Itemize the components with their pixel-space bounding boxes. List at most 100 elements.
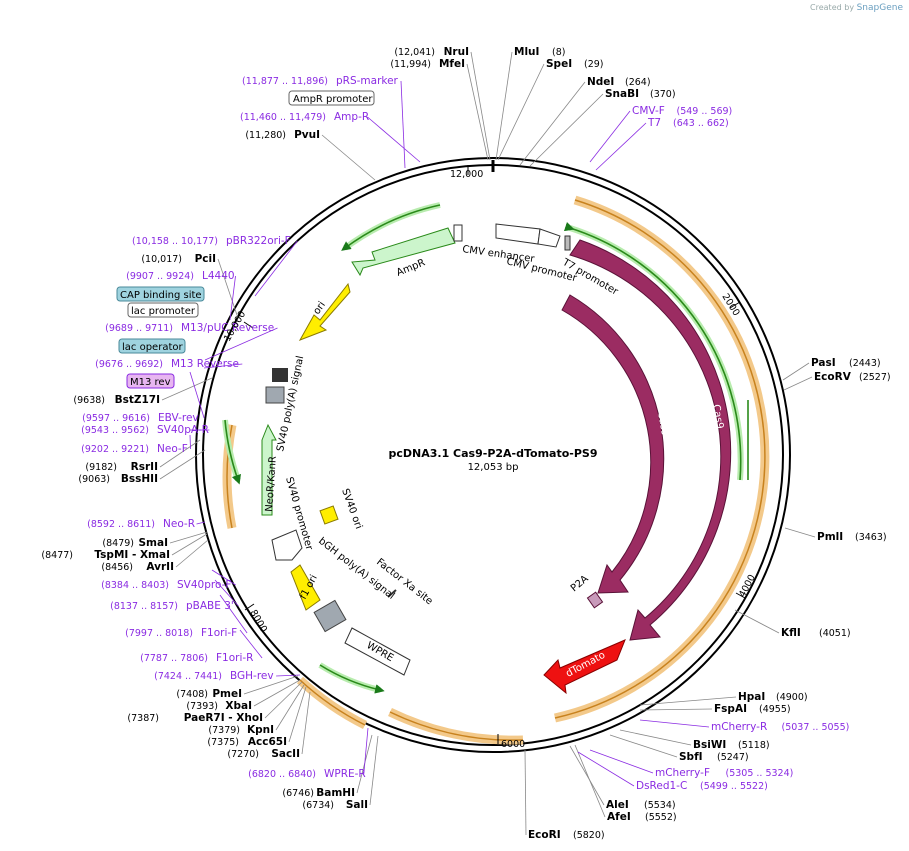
enzyme-site-hpai: HpaI (4900) [738, 691, 808, 703]
enzyme-position: (4051) [819, 628, 851, 639]
enzyme-position: (6746) [282, 788, 314, 799]
neor-kanr-arrow [261, 423, 277, 516]
enzyme-name: HpaI [738, 691, 765, 703]
primer-f1ori-f: F1ori-F (7997 .. 8018) [125, 627, 237, 639]
enzyme-position: (2443) [849, 358, 881, 369]
enzyme-name: PvuI [294, 129, 320, 141]
enzyme-site-bsshii: BssHII(9063) [78, 473, 158, 485]
enzyme-position: (5820) [573, 830, 605, 841]
enzyme-position: (4955) [759, 704, 791, 715]
primer-position: (9543 .. 9562) [81, 425, 149, 436]
enzyme-position: (7387) [127, 713, 159, 724]
enzyme-name: SmaI [139, 537, 169, 549]
enzyme-position: (8477) [41, 550, 73, 561]
enzyme-position: (7408) [176, 689, 208, 700]
enzyme-site-pmei: PmeI(7408) [176, 688, 242, 700]
primer-name: F1ori-F [201, 627, 237, 639]
enzyme-position: (8479) [102, 538, 134, 549]
primer-name: SV40pA-R [157, 424, 209, 436]
enzyme-position: (5247) [717, 752, 749, 763]
primer-position: (5499 .. 5522) [700, 781, 768, 792]
enzyme-position: (8456) [101, 562, 133, 573]
cmv-enhancer-arrow [495, 223, 541, 245]
enzyme-name: Acc65I [248, 736, 287, 748]
enzyme-name: EcoRV [814, 371, 852, 383]
primer-sv40pro-f: SV40pro-F(8384 .. 8403) [101, 579, 231, 591]
primer-name: M13 Reverse [171, 358, 239, 370]
primer-m13-puc-reverse: M13/pUC Reverse(9689 .. 9711) [105, 322, 274, 334]
enzyme-position: (11,280) [245, 130, 286, 141]
plasmid-size: 12,053 bp [468, 462, 519, 473]
enzyme-position: (11,994) [390, 59, 431, 70]
enzyme-site-ecori: EcoRI(5820) [528, 829, 605, 841]
ampr-arrow [351, 227, 456, 277]
sv40-ori-label: SV40 ori [339, 487, 364, 530]
enzyme-name: SpeI [546, 58, 572, 70]
primer-position: (9676 .. 9692) [95, 359, 163, 370]
enzyme-name: FspAI [714, 703, 747, 715]
primer-position: (8592 .. 8611) [87, 519, 155, 530]
enzyme-position: (5534) [644, 800, 676, 811]
primer-mcherry-f: mCherry-F(5305 .. 5324) [655, 767, 793, 779]
enzyme-name: BamHI [316, 787, 355, 799]
enzyme-site-rsrii: RsrII(9182) [85, 461, 158, 473]
enzyme-name: MfeI [439, 58, 465, 70]
primer-name: WPRE-R [324, 768, 366, 780]
enzyme-site-fspai: FspAI (4955) [714, 703, 791, 715]
primer-name: mCherry-R [711, 721, 767, 733]
primer-pbr322ori-f: pBR322ori-F(10,158 .. 10,177) [132, 235, 291, 247]
enzyme-name: KpnI [247, 724, 274, 736]
primer-ebv-rev: EBV-rev(9597 .. 9616) [82, 412, 199, 424]
enzyme-position: (4900) [776, 692, 808, 703]
primer-pbabe-3-: pBABE 3' (8137 .. 8157) [110, 600, 234, 612]
enzyme-position: (264) [625, 77, 651, 88]
enzyme-site-bsiwi: BsiWI(5118) [693, 739, 770, 751]
primer-name: pBABE 3' [186, 600, 234, 612]
svg-text:M13 rev: M13 rev [130, 377, 171, 388]
enzyme-position: (9638) [73, 395, 105, 406]
enzyme-site-afei: AfeI(5552) [607, 811, 677, 823]
primer-position: (7997 .. 8018) [125, 628, 193, 639]
enzyme-name: PciI [195, 253, 216, 265]
sv40-promoter-arrow [271, 529, 303, 561]
primer-position: (5305 .. 5324) [726, 768, 794, 779]
primer-amp-r: Amp-R(11,460 .. 11,479) [240, 111, 369, 123]
grey-block-1 [265, 386, 285, 404]
enzyme-site-tspmi-xmai: TspMI - XmaI(8477) [41, 549, 170, 561]
enzyme-name: PaeR7I - XhoI [184, 712, 263, 724]
primer-name: DsRed1-C [636, 780, 687, 792]
enzyme-name: AvrII [146, 561, 174, 573]
enzyme-site-ndei: NdeI(264) [587, 76, 651, 88]
cas9-inner-arrow [561, 294, 665, 594]
enzyme-site-pvui: PvuI (11,280) [245, 129, 320, 141]
snapgene-logo: SnapGene [856, 3, 903, 13]
primer-position: (9689 .. 9711) [105, 323, 173, 334]
ampr-label: AmpR [395, 257, 427, 278]
primer-cmv-f: CMV-F(549 .. 569) [632, 105, 732, 117]
primer-name: Neo-R [163, 518, 195, 530]
svg-text:lac operator: lac operator [122, 342, 183, 353]
enzyme-name: SalI [346, 799, 368, 811]
primer-name: CMV-F [632, 105, 665, 117]
enzyme-position: (7270) [227, 749, 259, 760]
enzyme-site-alei: AleI(5534) [606, 799, 676, 811]
ampr-promoter-mark [453, 224, 463, 242]
p2a-feature [586, 591, 604, 609]
cas9-inner-label: Cas9 [655, 411, 670, 437]
primer-position: (8137 .. 8157) [110, 601, 178, 612]
enzyme-position: (7393) [186, 701, 218, 712]
enzyme-position: (6734) [302, 800, 334, 811]
primer-name: Neo-F [157, 443, 188, 455]
enzyme-site-mlui: MluI(8) [514, 46, 565, 58]
credit-text: Created by [810, 3, 855, 12]
enzyme-name: BstZ17I [115, 394, 160, 406]
tick-label-6000: 6000 [501, 739, 525, 750]
svg-text:CAP binding site: CAP binding site [120, 290, 202, 301]
primer-neo-r: Neo-R (8592 .. 8611) [87, 518, 195, 530]
leader-lines [159, 51, 816, 836]
primer-name: SV40pro-F [177, 579, 231, 591]
enzyme-site-pcii: PciI(10,017) [141, 253, 216, 265]
enzyme-position: (29) [584, 59, 604, 70]
ampr-promoter-box: AmpR promoter [288, 90, 375, 106]
enzyme-position: (9182) [85, 462, 117, 473]
